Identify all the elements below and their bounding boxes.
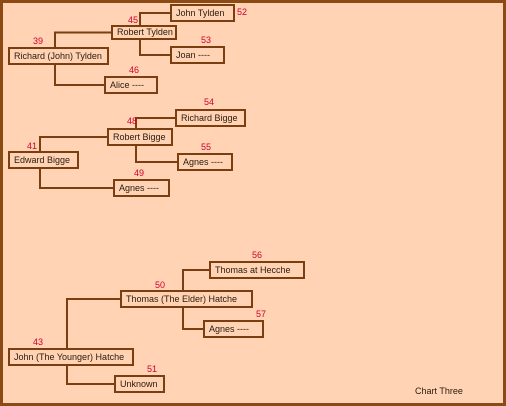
person-box-45: Robert Tylden [111,25,177,40]
person-box-56: Thomas at Hecche [209,261,305,279]
connector-p39 [54,31,111,86]
person-box-50: Thomas (The Elder) Hatche [120,290,253,308]
person-number-49: 49 [134,168,145,178]
connector-p50 [182,269,209,330]
person-number-50: 50 [155,280,166,290]
person-box-39: Richard (John) Tylden [8,47,109,65]
person-box-49: Agnes ---- [113,179,170,197]
person-number-51: 51 [147,364,158,374]
person-box-46: Alice ---- [104,76,158,94]
person-box-55: Agnes ---- [177,153,233,171]
person-number-55: 55 [201,142,212,152]
person-number-46: 46 [129,65,140,75]
person-box-51: Unknown [114,375,165,393]
person-number-54: 54 [204,97,215,107]
person-number-52: 52 [237,7,248,17]
person-number-39: 39 [33,36,44,46]
person-number-56: 56 [252,250,263,260]
person-box-54: Richard Bigge [175,109,246,127]
person-box-43: John (The Younger) Hatche [8,348,134,366]
connector-p41 [39,136,113,189]
person-number-41: 41 [27,141,38,151]
chart-title: Chart Three [415,386,463,396]
person-number-43: 43 [33,337,44,347]
person-number-57: 57 [256,309,267,319]
person-box-48: Robert Bigge [107,128,173,146]
connector-p45 [139,12,170,56]
person-number-45: 45 [128,15,139,25]
person-number-48: 48 [127,116,138,126]
connector-lines [39,12,209,385]
connector-p48 [135,117,177,163]
person-box-53: Joan ---- [170,46,225,64]
person-box-52: John Tylden [170,4,235,22]
person-number-53: 53 [201,35,212,45]
connector-p43 [66,298,120,385]
person-box-41: Edward Bigge [8,151,79,169]
person-box-57: Agnes ---- [203,320,264,338]
